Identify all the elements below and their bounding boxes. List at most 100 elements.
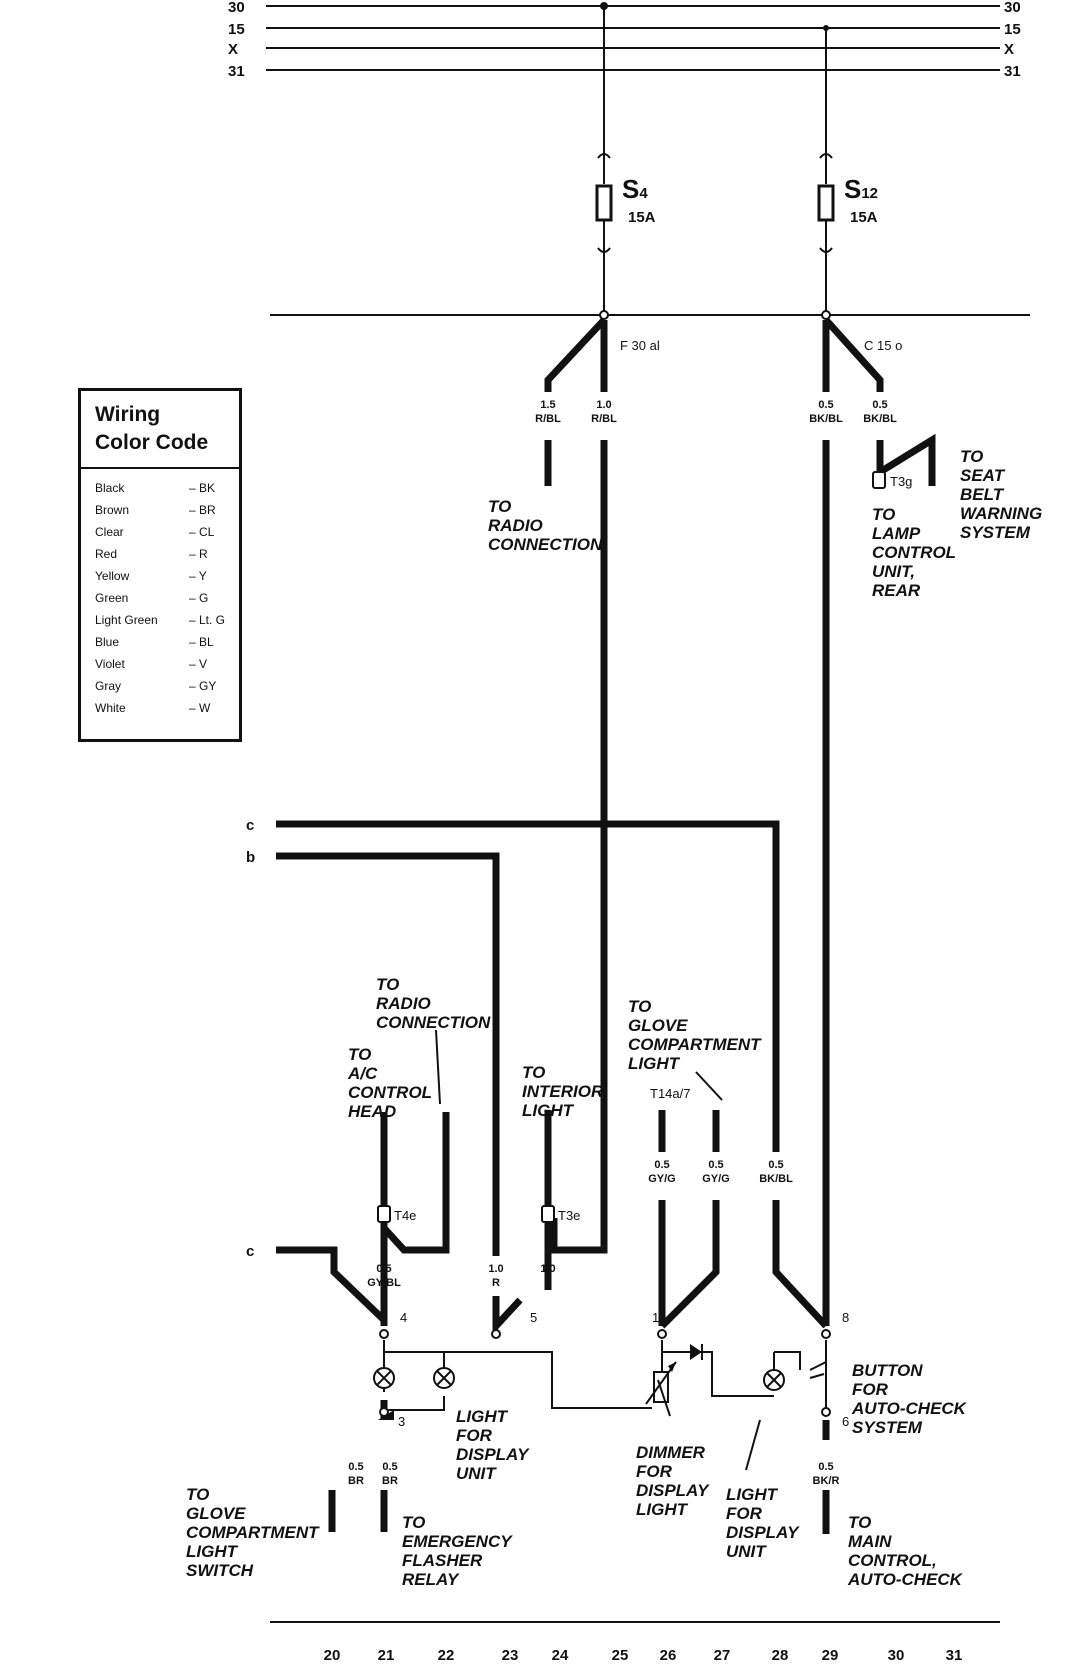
connector-label: T3e bbox=[558, 1208, 580, 1223]
legend-color-name: Brown bbox=[95, 503, 130, 517]
legend-row: Red – R bbox=[95, 543, 233, 565]
legend-rows: Black– BK Brown– BR Clear– CL Red– R Yel… bbox=[81, 469, 239, 719]
legend-color-name: White bbox=[95, 701, 126, 715]
pin-label: 3 bbox=[398, 1414, 405, 1429]
note-interior-light: TO INTERIOR LIGHT bbox=[522, 1063, 608, 1120]
lamp-display-3 bbox=[763, 1369, 785, 1391]
bus-label-right: 31 bbox=[1004, 63, 1021, 80]
junction-label: C 15 o bbox=[864, 338, 902, 353]
wire-color: GY/BL bbox=[367, 1277, 401, 1289]
pin-label: 4 bbox=[400, 1310, 407, 1325]
wire-size: 0.5 bbox=[376, 1263, 391, 1275]
wire-c bbox=[276, 820, 780, 1152]
legend-abbr: – BL bbox=[189, 635, 214, 649]
legend-row: Black– BK bbox=[95, 477, 233, 499]
wire-size: 0.5 bbox=[872, 399, 887, 411]
legend-color-name: Red bbox=[95, 547, 118, 561]
legend-abbr: – W bbox=[189, 701, 211, 715]
junction-dot bbox=[821, 310, 831, 320]
track-number: 21 bbox=[378, 1647, 395, 1664]
note-light-display-1: LIGHT FOR DISPLAY UNIT bbox=[456, 1407, 533, 1483]
legend-row: Light Green– Lt. G bbox=[95, 609, 233, 631]
fuse-feeds bbox=[597, 6, 833, 315]
wire-w6 bbox=[492, 1296, 523, 1335]
pin-labels: 4 1 5 8 3 6 bbox=[398, 1310, 849, 1429]
bus-label-right: 15 bbox=[1004, 21, 1021, 38]
legend-divider bbox=[81, 467, 239, 469]
note-seat-belt: TO SEAT BELT WARNING SYSTEM bbox=[960, 447, 1047, 542]
bus-lines bbox=[266, 5, 1030, 1623]
legend-title-line: Color Code bbox=[95, 431, 209, 454]
wire-size: 1.0 bbox=[596, 399, 611, 411]
side-label: b bbox=[246, 849, 255, 866]
note-radio-top: TO RADIO CONNECTION bbox=[488, 497, 603, 554]
track-number: 20 bbox=[324, 1647, 341, 1664]
track-number: 24 bbox=[552, 1647, 569, 1664]
note-radio-bottom: TO RADIO CONNECTION bbox=[376, 975, 491, 1032]
wire-w10 bbox=[772, 1200, 829, 1329]
legend-title-line: Wiring bbox=[95, 403, 161, 426]
pin-label: 6 bbox=[842, 1414, 849, 1429]
note-ac-control: TO A/C CONTROL HEAD bbox=[347, 1045, 436, 1121]
note-button-autocheck: BUTTON FOR AUTO-CHECK SYSTEM bbox=[851, 1361, 971, 1437]
legend-color-name: Blue bbox=[95, 635, 120, 649]
legend-abbr: – BK bbox=[189, 481, 216, 495]
bus-label-left: 31 bbox=[228, 63, 245, 80]
fuse-s12 bbox=[817, 184, 835, 222]
bus-labels: 30 15 X 31 30 15 X 31 bbox=[228, 0, 1021, 80]
bus-label-right: X bbox=[1004, 41, 1014, 58]
diode bbox=[690, 1344, 703, 1360]
wire-color: R/BL bbox=[591, 413, 617, 425]
wire-size: 0.5 bbox=[654, 1159, 669, 1171]
legend-row: Blue – BL bbox=[95, 631, 233, 653]
track-number: 28 bbox=[772, 1647, 789, 1664]
legend-abbr: – G bbox=[189, 591, 209, 605]
legend-row: Brown– BR bbox=[95, 499, 233, 521]
lamp-display-1 bbox=[373, 1367, 395, 1389]
legend-abbr: – R bbox=[189, 547, 208, 561]
connector-label: T4e bbox=[394, 1208, 416, 1223]
wire-radio bbox=[381, 1112, 450, 1254]
leader-line bbox=[745, 1419, 761, 1471]
legend-abbr: – CL bbox=[189, 525, 215, 539]
wire-color: R/BL bbox=[535, 413, 561, 425]
thick-wires bbox=[276, 317, 936, 1534]
wire-color: GY/G bbox=[702, 1173, 730, 1185]
note-glove-light: TO GLOVE COMPARTMENT LIGHT bbox=[628, 997, 765, 1073]
connector-labels: T3g T4e T3e T14a/7 bbox=[394, 474, 912, 1223]
note-glove-switch: TO GLOVE COMPARTMENT LIGHT SWITCH bbox=[186, 1485, 323, 1580]
leader-line bbox=[657, 1379, 671, 1417]
wire-w9 bbox=[659, 1200, 720, 1329]
note-lamp-control: TO LAMP CONTROL UNIT, REAR bbox=[872, 505, 960, 600]
legend-row: Violet – V bbox=[95, 653, 233, 675]
legend-color-name: Gray bbox=[95, 679, 122, 693]
wire-size: 1.5 bbox=[540, 399, 555, 411]
side-label: c bbox=[246, 1243, 254, 1260]
pin-label: 5 bbox=[530, 1310, 537, 1325]
wiring-color-legend: Wiring Color Code Black– BK Brown– BR Cl… bbox=[78, 388, 242, 742]
wire-size: 0.5 bbox=[768, 1159, 783, 1171]
legend-row: Yellow– Y bbox=[95, 565, 233, 587]
note-flasher-relay: TO EMERGENCY FLASHER RELAY bbox=[402, 1513, 516, 1589]
track-number: 29 bbox=[822, 1647, 839, 1664]
legend-color-name: Light Green bbox=[95, 613, 158, 627]
footer-numbers: 20 21 22 23 24 25 26 27 28 29 30 31 bbox=[324, 1647, 963, 1664]
wire-labels: 1.5 R/BL 1.0 R/BL 0.5 BK/BL 0.5 BK/BL 0.… bbox=[348, 399, 897, 1487]
track-number: 22 bbox=[438, 1647, 455, 1664]
legend-title: Wiring Color Code bbox=[81, 391, 239, 457]
note-light-display-2: LIGHT FOR DISPLAY UNIT bbox=[726, 1485, 803, 1561]
fuse-label: S12 bbox=[844, 174, 878, 204]
leader-line bbox=[435, 1029, 441, 1105]
legend-color-name: Violet bbox=[95, 657, 125, 671]
connector-symbols bbox=[377, 471, 886, 1223]
wire-color: BK/BL bbox=[863, 413, 897, 425]
legend-abbr: – V bbox=[189, 657, 208, 671]
legend-row: Gray– GY bbox=[95, 675, 233, 697]
legend-row: White – W bbox=[95, 697, 233, 719]
wire-color: R bbox=[492, 1277, 500, 1289]
wire-w1-top bbox=[544, 317, 607, 392]
leader-line bbox=[695, 1071, 723, 1101]
track-number: 23 bbox=[502, 1647, 519, 1664]
legend-abbr: – Y bbox=[189, 569, 207, 583]
